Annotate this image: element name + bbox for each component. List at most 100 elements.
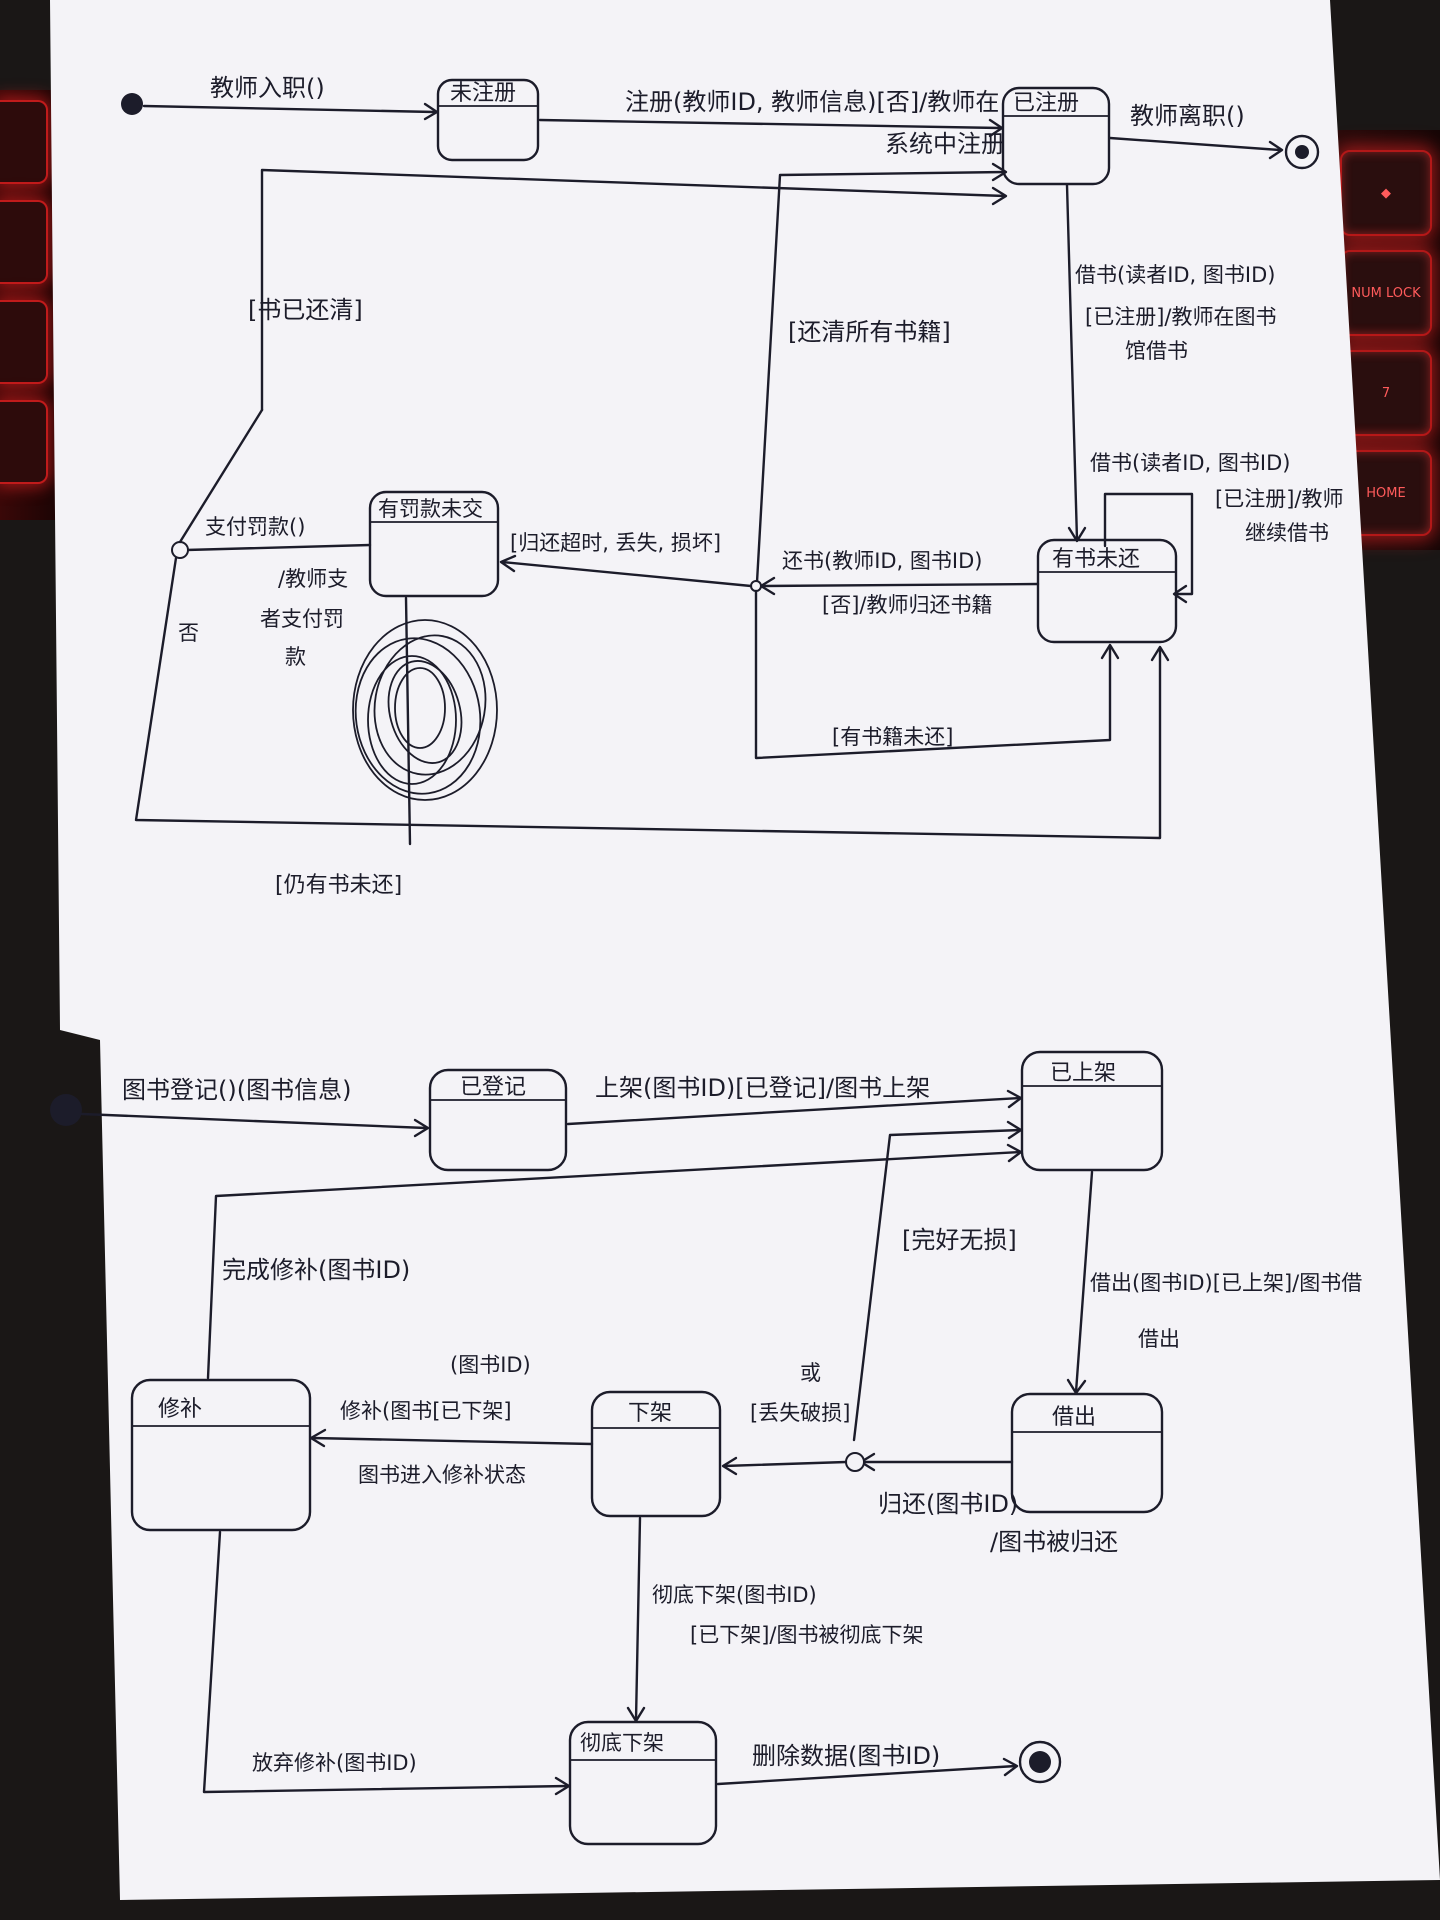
keyboard-key-7-label: 7 <box>1381 385 1391 401</box>
label-books-not-returned: [有书籍未还] <box>832 725 953 749</box>
label-good-condition: [完好无损] <box>902 1226 1017 1254</box>
state-shelved-label: 已上架 <box>1050 1061 1116 1086</box>
state-borrowed-label: 借出 <box>1052 1405 1096 1430</box>
label-no-fine-branch: 否 <box>178 621 199 645</box>
state-book-registered-label: 已登记 <box>460 1075 526 1100</box>
edge-shelve <box>566 1096 1022 1126</box>
state-book-registered <box>428 1068 568 1172</box>
book-state-diagram: 图书登记()(图书信息) 已登记 上架(图书ID)[已登记]/图书上架 已上架 … <box>50 1050 1362 1846</box>
keyboard-key-7: 7 <box>1340 350 1432 436</box>
label-self-borrow-3: 继续借书 <box>1245 521 1329 545</box>
edge-borrow <box>1065 183 1079 542</box>
junction-book-return <box>845 1452 865 1472</box>
state-unpaid-fine-label: 有罚款未交 <box>378 497 483 521</box>
scribble-mark <box>352 619 498 801</box>
edge-all-returned <box>260 168 1007 412</box>
keyboard-left-edge <box>0 90 60 520</box>
label-self-borrow-1: 借书(读者ID, 图书ID) <box>1090 451 1290 475</box>
edge-fine-down <box>404 596 412 846</box>
keyboard-key <box>0 100 48 184</box>
label-repair-2: 修补(图书[已下架] <box>340 1399 512 1423</box>
label-book-return: 归还(图书ID) <box>878 1490 1018 1518</box>
state-borrowed <box>1010 1392 1164 1514</box>
label-pay-fine-action-1: /教师支 <box>278 567 348 591</box>
edge-register <box>538 118 1002 130</box>
label-hire: 教师入职() <box>210 74 325 102</box>
keyboard-key <box>0 300 48 384</box>
state-off-shelf <box>590 1390 722 1518</box>
label-book-return-action: /图书被归还 <box>990 1528 1118 1556</box>
label-lend-1: 借出(图书ID)[已上架]/图书借 <box>1090 1271 1362 1295</box>
label-borrow-3: 馆借书 <box>1125 339 1188 363</box>
edge-lost-damaged <box>722 1460 848 1468</box>
label-lost-damaged-1: 或 <box>800 1361 821 1385</box>
edge-self-borrow <box>1103 492 1194 596</box>
arrowhead <box>1172 584 1188 604</box>
edge-repair <box>310 1436 594 1446</box>
edge-delete-data <box>716 1764 1018 1786</box>
edge-still-has-books <box>134 556 1162 840</box>
label-abandon-repair: 放弃修补(图书ID) <box>252 1751 417 1775</box>
label-repair-3: 图书进入修补状态 <box>358 1463 526 1487</box>
label-return-action: [否]/教师归还书籍 <box>822 593 992 617</box>
label-lost-damaged-2: [丢失破损] <box>750 1401 850 1425</box>
teacher-final-node-ring <box>1284 134 1320 170</box>
state-unregistered-label: 未注册 <box>450 81 516 106</box>
teacher-initial-node <box>121 93 143 115</box>
keyboard-key <box>0 400 48 484</box>
arrowhead <box>991 186 1008 206</box>
arrowhead <box>1268 140 1284 160</box>
state-registered-label: 已注册 <box>1013 91 1079 116</box>
arrowhead <box>499 554 517 573</box>
edge-junction-up <box>178 408 264 544</box>
arrowhead <box>1150 645 1170 662</box>
arrowhead <box>1006 1143 1023 1163</box>
teacher-final-node <box>1295 145 1309 159</box>
arrowhead <box>1006 1120 1023 1140</box>
state-registered <box>1001 86 1111 186</box>
state-repair <box>130 1378 312 1532</box>
keyboard-key <box>0 200 48 284</box>
label-register-1: 注册(教师ID, 教师信息)[否]/教师在 <box>625 88 999 116</box>
arrowhead <box>991 162 1008 182</box>
arrowhead <box>1100 643 1120 660</box>
edge-remove <box>634 1516 642 1722</box>
arrowhead <box>413 1118 430 1138</box>
edge-overdue <box>500 560 753 588</box>
label-borrow-2: [已注册]/教师在图书 <box>1085 305 1276 329</box>
edge-hire <box>142 104 437 114</box>
label-book-register: 图书登记()(图书信息) <box>122 1076 351 1104</box>
state-shelved <box>1020 1050 1164 1172</box>
label-pay-fine-action-3: 款 <box>285 645 306 669</box>
book-final-node-ring <box>1018 1740 1062 1784</box>
edge-abandon-repair <box>202 1530 570 1794</box>
label-pay-fine: 支付罚款() <box>205 515 305 539</box>
edge-repair-done <box>206 1150 1022 1380</box>
edge-lend <box>1074 1170 1094 1394</box>
label-self-borrow-2: [已注册]/教师 <box>1215 487 1343 511</box>
label-remove-2: [已下架]/图书被彻底下架 <box>690 1623 923 1647</box>
junction-fine <box>171 541 189 559</box>
keyboard-key-numlock: NUM LOCK <box>1340 250 1432 336</box>
label-return-book: 还书(教师ID, 图书ID) <box>782 549 982 573</box>
junction-return <box>750 580 762 592</box>
paper-background <box>50 0 1440 1900</box>
paper-sheet: 教师入职() 未注册 注册(教师ID, 教师信息)[否]/教师在 系统中注册 已… <box>40 0 1440 1920</box>
label-delete-data: 删除数据(图书ID) <box>752 1742 940 1770</box>
edge-books-not-returned <box>754 589 1112 760</box>
label-still-has-books: [仍有书未还] <box>275 873 402 898</box>
label-lend-2: 借出 <box>1138 1327 1180 1351</box>
label-resign: 教师离职() <box>1130 102 1245 130</box>
label-repair-1: (图书ID) <box>450 1353 531 1377</box>
state-has-books <box>1036 538 1178 644</box>
edge-pay-fine <box>184 543 372 552</box>
label-all-returned: [书已还清] <box>248 296 363 324</box>
label-pay-fine-action-2: 者支付罚 <box>260 607 344 631</box>
state-has-books-label: 有书未还 <box>1052 547 1140 572</box>
edge-resign <box>1108 136 1282 152</box>
label-register-2: 系统中注册 <box>885 130 1005 158</box>
label-returned-all-books: [还清所有书籍] <box>788 318 951 346</box>
arrowhead <box>1002 1757 1019 1777</box>
book-initial-node <box>50 1094 82 1126</box>
book-final-node <box>1029 1751 1051 1773</box>
